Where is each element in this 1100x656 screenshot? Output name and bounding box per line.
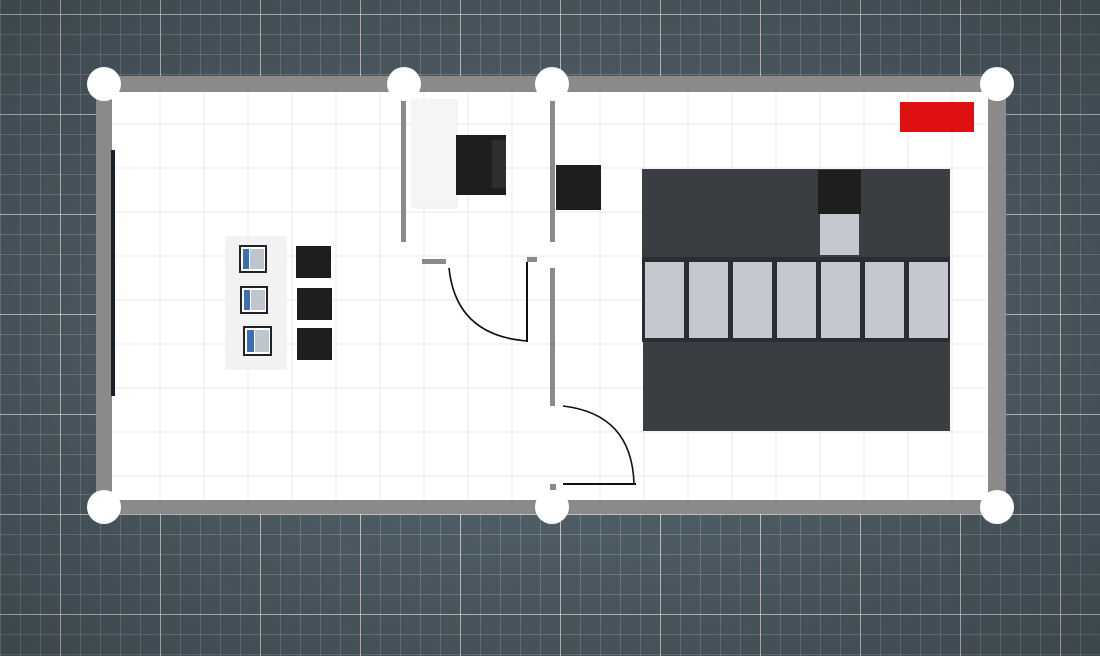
interior-wall-a[interactable] xyxy=(401,92,406,242)
monitor-2[interactable] xyxy=(240,286,268,314)
cabinet-top-row[interactable] xyxy=(642,169,950,257)
side-table[interactable] xyxy=(556,165,601,210)
chair-icon[interactable] xyxy=(297,288,332,320)
cabinet-panels xyxy=(645,262,948,338)
cabinet-panel[interactable] xyxy=(645,262,684,338)
shelf-panel[interactable] xyxy=(411,99,458,209)
circle-handle-icon[interactable] xyxy=(535,490,569,524)
cabinet-panel[interactable] xyxy=(909,262,948,338)
chair-icon[interactable] xyxy=(297,328,332,360)
cabinet-panel[interactable] xyxy=(821,262,860,338)
wall-stub-2[interactable] xyxy=(527,257,537,262)
monitor-3[interactable] xyxy=(243,326,272,356)
door-arc-icon xyxy=(562,405,635,485)
interior-wall-b-upper[interactable] xyxy=(550,92,555,242)
armchair[interactable] xyxy=(456,135,506,195)
cabinet-open-panel[interactable] xyxy=(820,214,859,255)
circle-handle-icon[interactable] xyxy=(387,67,421,101)
circle-handle-icon[interactable] xyxy=(980,67,1014,101)
door-upper[interactable] xyxy=(448,262,529,342)
cabinet-block[interactable] xyxy=(642,169,950,431)
wall-right[interactable] xyxy=(988,76,1006,514)
wall-stub-1[interactable] xyxy=(422,259,446,264)
interior-wall-b-lower[interactable] xyxy=(550,268,555,406)
wall-stub-3[interactable] xyxy=(550,484,556,490)
cabinet-panel[interactable] xyxy=(865,262,904,338)
circle-handle-icon[interactable] xyxy=(87,67,121,101)
door-arc-icon xyxy=(448,267,529,342)
chair-icon[interactable] xyxy=(296,246,331,278)
circle-handle-icon[interactable] xyxy=(980,490,1014,524)
red-marker[interactable] xyxy=(900,102,974,132)
wall-left[interactable] xyxy=(96,76,112,514)
cabinet-bottom-row[interactable] xyxy=(643,342,950,431)
cabinet-panel[interactable] xyxy=(689,262,728,338)
cabinet-panel[interactable] xyxy=(777,262,816,338)
cabinet-panel[interactable] xyxy=(733,262,772,338)
circle-handle-icon[interactable] xyxy=(87,490,121,524)
door-lower[interactable] xyxy=(562,405,636,485)
monitor-1[interactable] xyxy=(239,245,267,273)
window-left[interactable] xyxy=(111,150,115,396)
wall-handles[interactable] xyxy=(87,67,1014,524)
cabinet-open-slot[interactable] xyxy=(818,170,861,214)
circle-handle-icon[interactable] xyxy=(535,67,569,101)
